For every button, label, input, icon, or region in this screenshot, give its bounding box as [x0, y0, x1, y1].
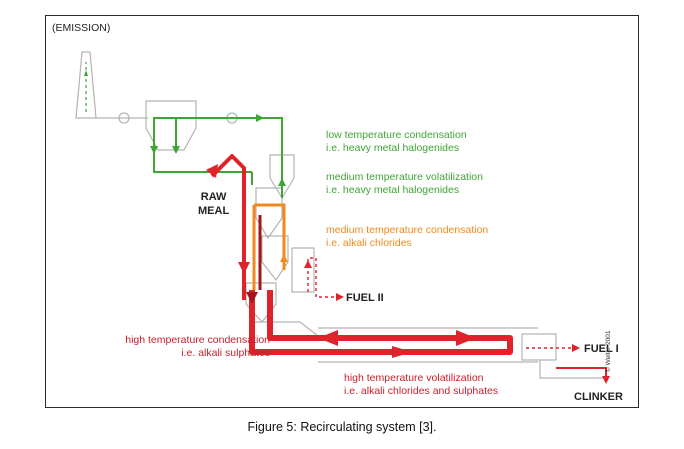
orange-recirculation	[252, 203, 286, 290]
calciner	[291, 247, 315, 293]
high-temp-volatilization-line1: high temperature volatilization	[344, 372, 484, 384]
stack	[75, 51, 97, 119]
figure-caption: Figure 5: Recirculating system [3].	[247, 420, 437, 434]
fuel-2-label: FUEL II	[346, 292, 384, 304]
raw-meal-entry	[210, 154, 246, 300]
high-temp-condensation-line2: i.e. alkali sulphates	[181, 347, 270, 359]
fan-1	[118, 112, 130, 124]
raw-meal-line1: RAW	[200, 191, 227, 203]
medium-temp-volatilization-line1: medium temperature volatilization	[326, 171, 483, 183]
cooler	[521, 333, 557, 361]
medium-temp-volatilization-label: medium temperature volatilization i.e. h…	[326, 171, 483, 197]
medium-temp-condensation-line2: i.e. alkali chlorides	[326, 237, 412, 249]
high-temp-condensation-label: high temperature condensation i.e. alkal…	[84, 334, 270, 360]
medium-temp-condensation-label: medium temperature condensation i.e. alk…	[326, 224, 488, 250]
emission-label: (EMISSION)	[52, 22, 111, 34]
low-temp-condensation-line1: low temperature condensation	[326, 129, 467, 141]
fuel2-dashed	[307, 257, 338, 298]
copyright-notice: © Weiter 2001	[605, 330, 612, 372]
low-temp-condensation-line2: i.e. heavy metal halogenides	[326, 142, 460, 154]
high-temp-volatilization-line2: i.e. alkali chlorides and sulphates	[344, 385, 499, 397]
filter-housing	[145, 100, 197, 151]
high-temp-condensation-line1: high temperature condensation	[125, 334, 270, 346]
green-recirculation	[85, 62, 283, 198]
raw-meal-line2: MEAL	[198, 205, 230, 217]
green-top-duct	[153, 117, 283, 173]
clinker-out	[556, 367, 607, 378]
orange-arrows	[280, 254, 288, 262]
medium-temp-volatilization-line2: i.e. heavy metal halogenides	[326, 184, 460, 196]
raw-meal-label: RAW MEAL	[198, 190, 229, 218]
plant-equipment	[75, 51, 606, 379]
cooler-out	[539, 360, 606, 379]
cyclone-2	[255, 187, 283, 240]
figure-frame	[45, 15, 639, 408]
medium-temp-condensation-line1: medium temperature condensation	[326, 224, 489, 236]
high-temp-volatilization-label: high temperature volatilization i.e. alk…	[344, 372, 498, 398]
fuel-1-label: FUEL I	[584, 343, 619, 355]
red-recirculation	[210, 154, 607, 378]
green-arrows	[84, 70, 286, 186]
clinker-label: CLINKER	[574, 391, 623, 403]
high-temp-outer	[249, 290, 513, 355]
low-temp-condensation-label: low temperature condensation i.e. heavy …	[326, 129, 467, 155]
red-arrows	[206, 164, 610, 384]
cyclone-1	[269, 154, 295, 200]
